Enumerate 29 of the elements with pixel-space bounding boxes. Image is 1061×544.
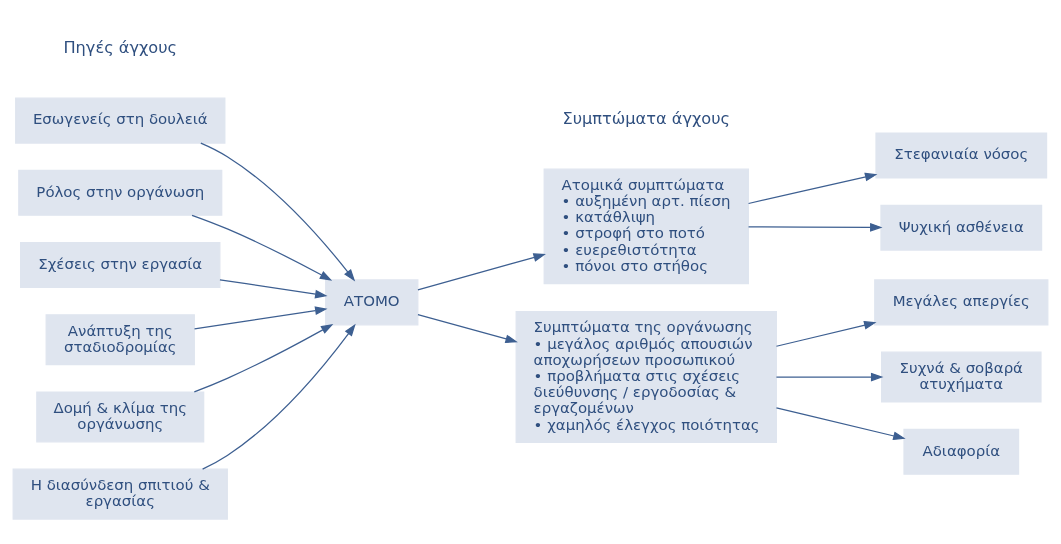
arrow	[775, 320, 877, 347]
arrow	[775, 406, 906, 440]
arrow	[417, 313, 518, 343]
node-box: Σχέσεις στην εργασία	[20, 241, 221, 288]
label: Συμπτώματα άγχους	[562, 108, 731, 128]
node-box: Ανάπτυξη της σταδιοδρομίας	[45, 313, 195, 365]
arrow	[417, 252, 546, 290]
node-box: Αδιαφορία	[903, 428, 1020, 475]
node-box: Εσωγενείς στη δουλειά	[15, 97, 226, 144]
arrow	[193, 323, 334, 392]
arrow	[201, 323, 356, 470]
node-box: Ψυχική ασθένεια	[880, 204, 1043, 251]
node-box: Στεφανιαία νόσος	[875, 131, 1048, 178]
label: Πηγές άγχους	[63, 37, 178, 57]
arrow	[191, 214, 333, 281]
arrow	[747, 172, 878, 204]
node-box: Συχνά & σοβαρά ατυχήματα	[880, 351, 1042, 403]
arrow	[193, 305, 328, 329]
node-box: Ατομικά συμπτώματα • αυξημένη αρτ. πίεση • κατάθλιψη • στροφή στο ποτό • ευερεθιστότητα • πόνοι στο στήθος	[543, 168, 749, 284]
node-box: ΑΤΟΜΟ	[325, 278, 419, 325]
node-box: Μεγάλες απεργίες	[874, 278, 1049, 325]
node-box: Δομή & κλίμα της οργάνωσης	[36, 390, 205, 442]
node-box: Ρόλος στην οργάνωση	[18, 169, 223, 216]
node-box: Η διασύνδεση σπιτιού & εργασίας	[12, 468, 228, 520]
arrow	[200, 141, 356, 281]
arrow	[219, 278, 328, 298]
arrow	[747, 222, 883, 232]
arrow	[775, 372, 884, 381]
node-box: Συμπτώματα της οργάνωσης • μεγάλος αριθμός απουσιών αποχωρήσεων προσωπικού • προβλήματα στις σχέσεις διεύθυνσης / εργοδοσίας & εργαζομένων • χαμηλός έλεγχος ποιότητας	[515, 310, 778, 443]
